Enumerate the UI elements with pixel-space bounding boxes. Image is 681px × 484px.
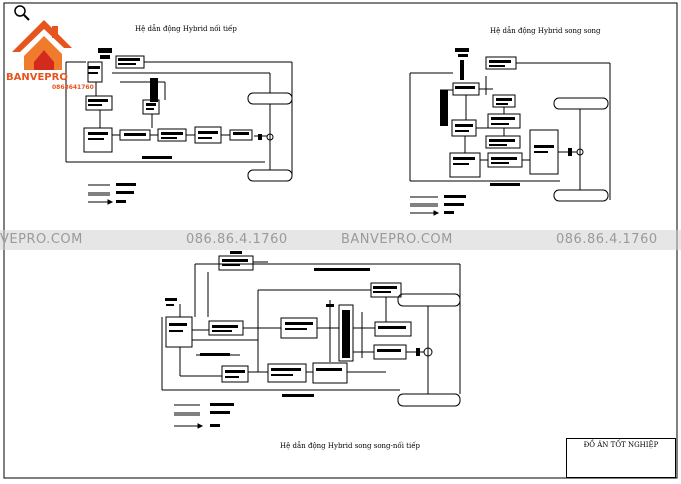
motor-box [267,363,307,383]
inverter-box [451,119,477,137]
generator-box [485,135,521,149]
diagram-series-hybrid [65,55,293,205]
diagram3-title: Hệ dẫn động Hybrid song song-nối tiếp [280,442,420,450]
title-block: ĐỒ ÁN TỐT NGHIỆP [566,438,676,478]
control-unit-box [165,316,193,348]
diagram-parallel-hybrid [409,56,611,216]
logo-phone-text: 0868641760 [52,84,94,91]
planetary-gear [338,304,354,362]
diagram1-title: Hệ dẫn động Hybrid nối tiếp [135,25,237,33]
title-block-heading: ĐỒ ÁN TỐT NGHIỆP [583,441,659,449]
diagram1-label-bars [88,48,262,203]
motor-drive-box [194,126,222,144]
engine-box [83,127,113,153]
power-split-box [374,321,412,337]
battery-box [115,55,145,69]
converter-box [85,95,113,111]
logo-brand-text: BANVEPRO [6,72,68,83]
rear-wheel [247,169,293,182]
front-wheel [397,293,461,307]
diagram3-label-bars [165,251,420,427]
motor-2-box [312,362,348,384]
watermark-phone-2: 086.86.4.1760 [556,232,658,247]
diagram2-label-bars [440,48,572,214]
rear-wheel [553,189,609,202]
converter-box [370,282,402,298]
generator-box [221,365,249,383]
front-wheel [247,92,293,105]
generator-box [142,99,160,115]
watermark-band [0,230,681,250]
zoom-icon[interactable] [12,4,32,22]
diagram2-title: Hệ dẫn động Hybrid song song [490,27,601,35]
motor-box [487,113,521,129]
house-logo-icon [12,20,72,70]
watermark-phone-1: 086.86.4.1760 [186,232,288,247]
watermark-brand-center: BANVEPRO.COM [341,232,453,247]
banvepro-logo [6,12,76,94]
watermark-brand-left: VEPRO.COM [0,232,83,247]
rear-wheel [397,393,461,407]
front-wheel [553,97,609,110]
diagram-series-parallel-hybrid [161,255,461,429]
battery-box [218,255,254,271]
differential [266,133,274,141]
